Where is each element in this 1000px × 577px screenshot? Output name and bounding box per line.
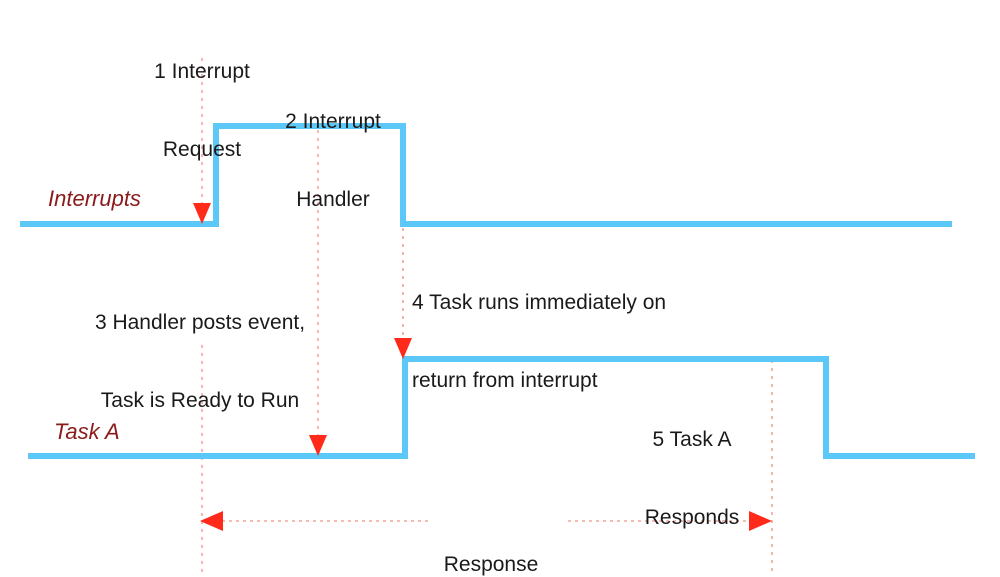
task-runs-marker-icon <box>394 338 412 359</box>
task-a-waveform <box>28 356 975 459</box>
latency-arrow-right-icon <box>749 511 772 531</box>
annotation-line: 1 Interrupt <box>154 60 250 83</box>
annotation-interrupt-handler: 2 Interrupt Handler <box>285 57 381 265</box>
interrupts-waveform <box>20 123 952 227</box>
annotation-task-a-responds: 5 Task A Responds to event <box>645 375 740 577</box>
annotation-line: Task is Ready to Run <box>100 389 300 412</box>
annotation-line: return from interrupt <box>412 369 598 392</box>
handler-posts-event-marker-icon <box>309 435 327 456</box>
annotation-task-runs-immediately: 4 Task runs immediately on return from i… <box>412 238 666 446</box>
annotation-line: 5 Task A <box>652 428 732 451</box>
signal-label-task-a: Task A <box>54 419 120 444</box>
latency-arrow-left-icon <box>200 511 223 531</box>
annotation-line: Handler <box>296 188 370 211</box>
annotation-line: 3 Handler posts event, <box>94 311 306 334</box>
response-latency-dimension <box>200 511 772 531</box>
annotation-handler-posts-event: 3 Handler posts event, Task is Ready to … <box>95 258 305 466</box>
measurement-label-response-latency: Response Latency <box>444 500 539 577</box>
interrupt-request-marker-icon <box>193 203 211 224</box>
event-markers-group <box>193 203 412 456</box>
annotation-line: Request <box>162 138 242 161</box>
annotation-interrupt-request: 1 Interrupt Request <box>154 7 250 215</box>
signal-label-interrupts: Interrupts <box>48 186 141 211</box>
annotation-line: 2 Interrupt <box>285 110 381 133</box>
annotation-line: Responds <box>644 506 740 529</box>
measurement-line: Response <box>443 553 539 576</box>
annotation-line: 4 Task runs immediately on <box>412 291 667 314</box>
